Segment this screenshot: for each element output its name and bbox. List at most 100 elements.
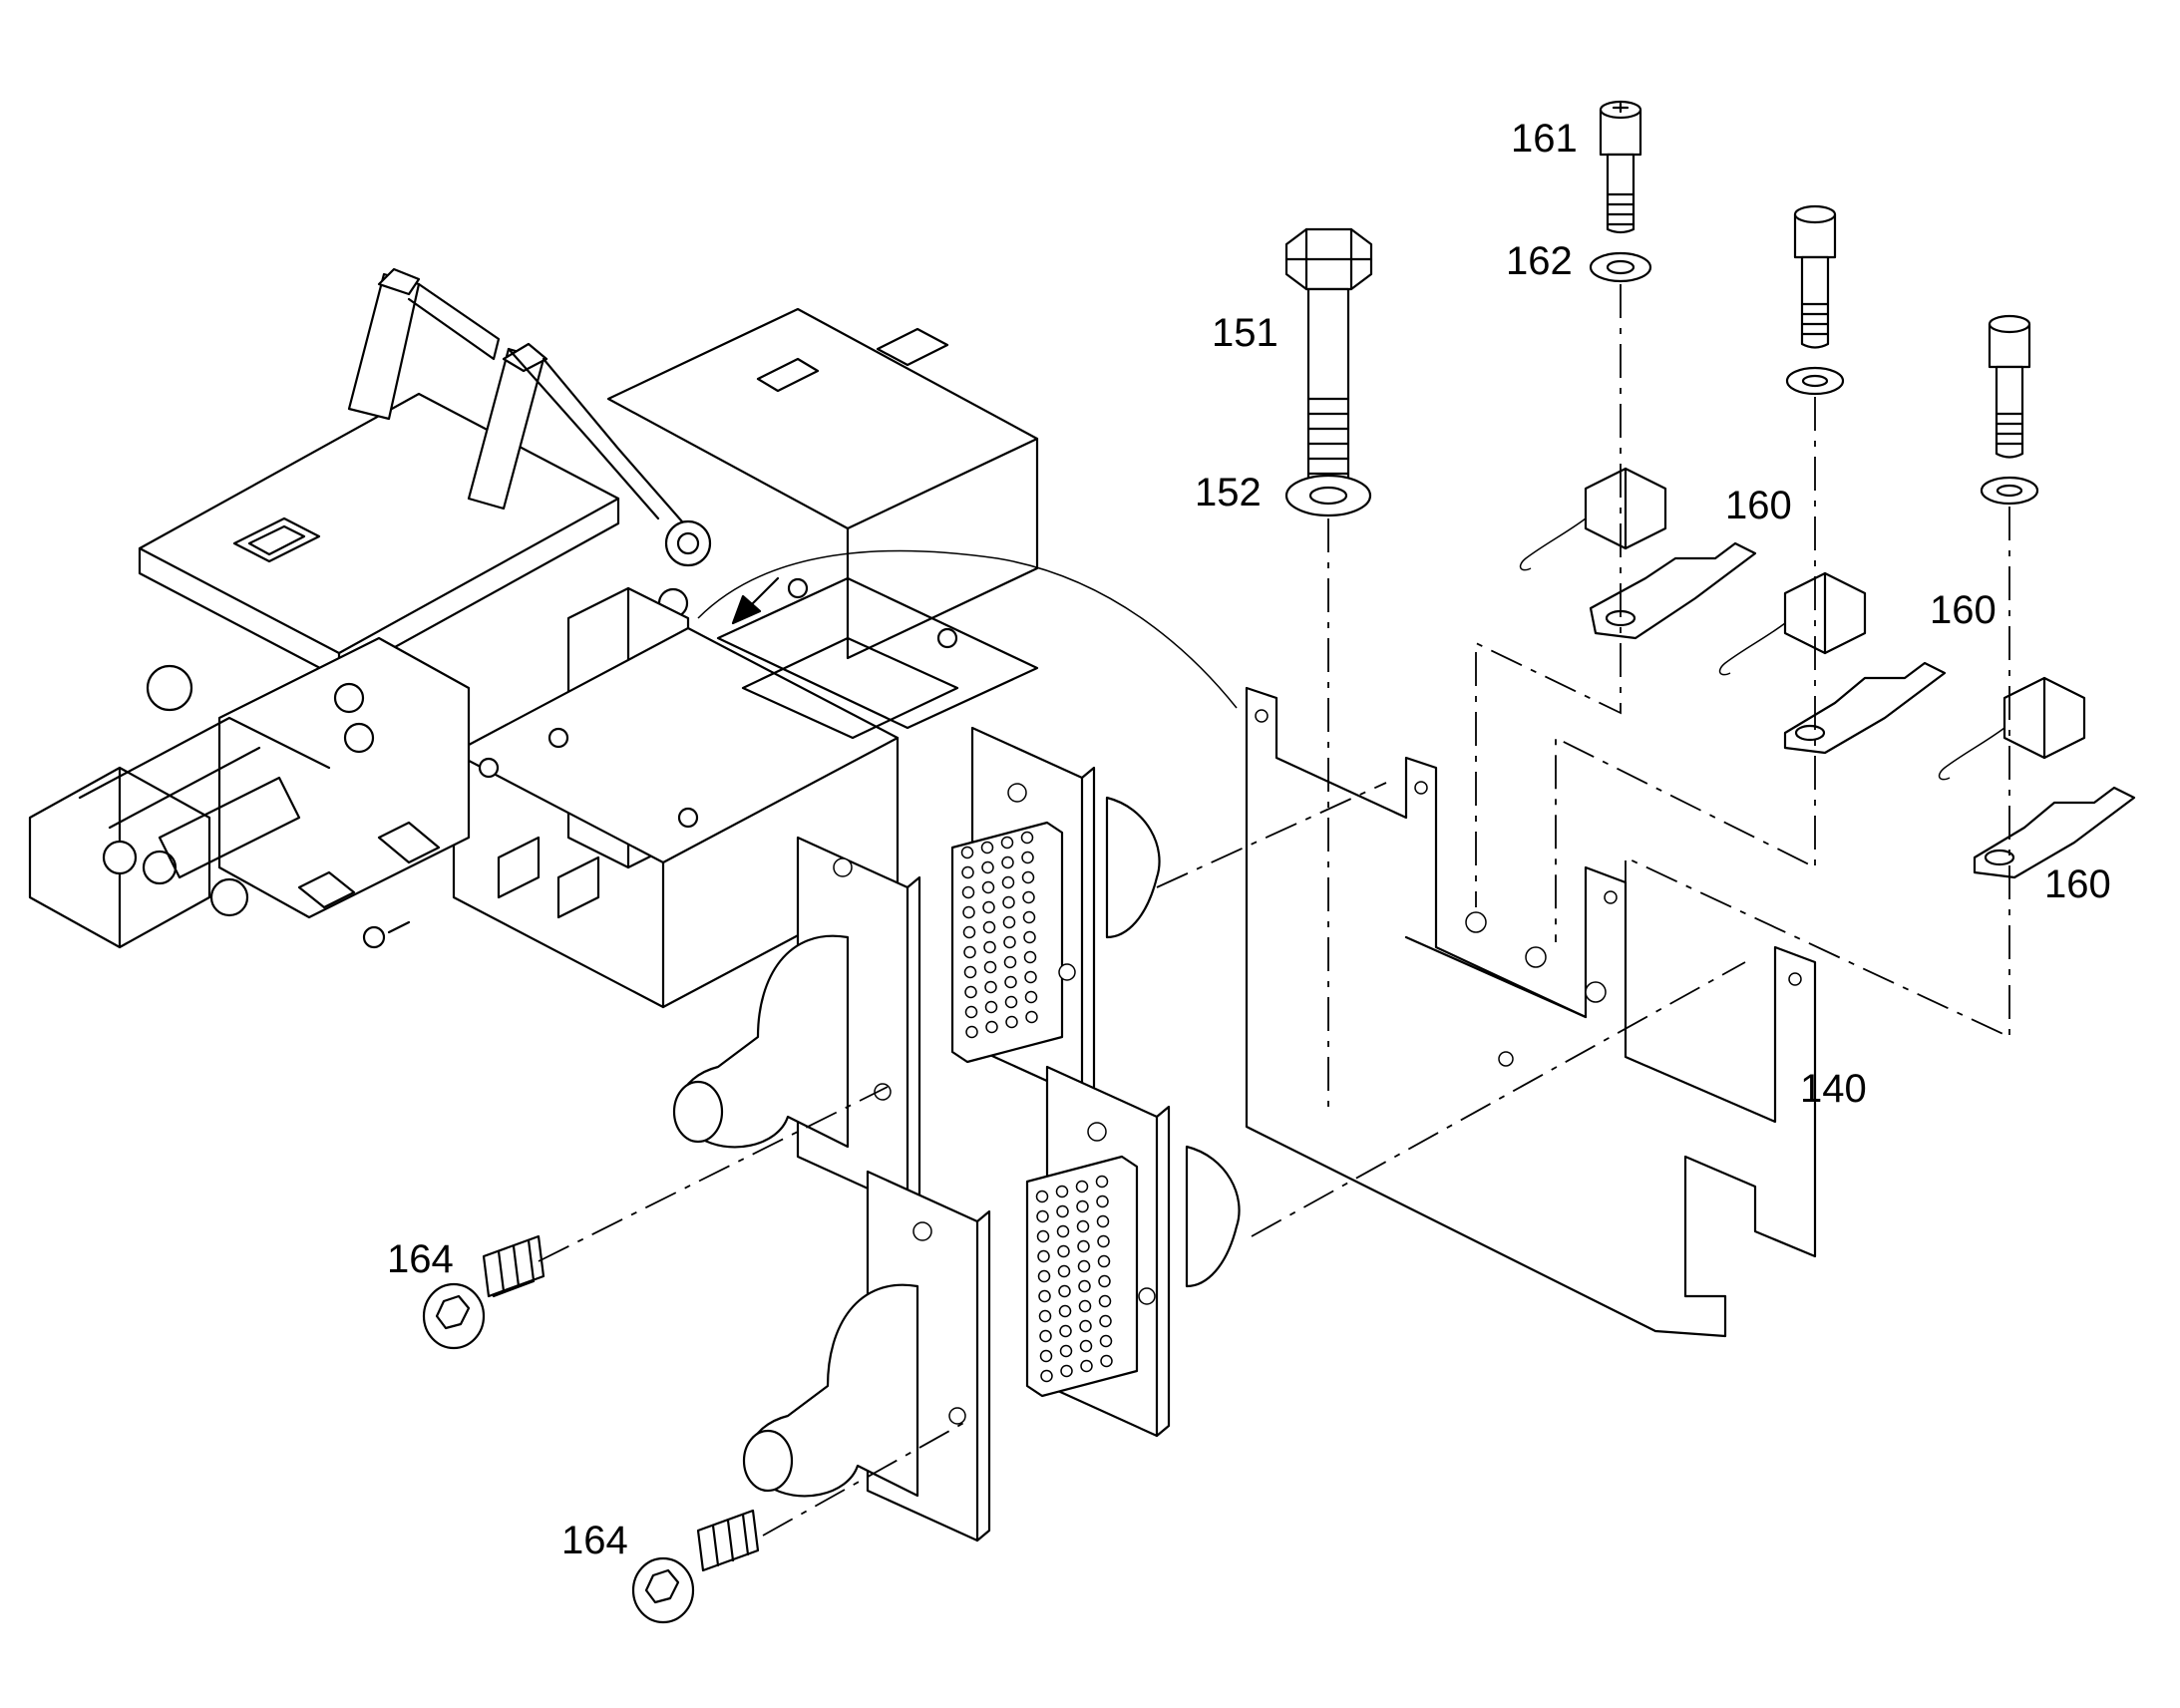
washer-152 [1284,474,1372,517]
connector-pin [1038,1289,1051,1303]
connector-pin [1020,831,1034,845]
connector-pin [1024,970,1037,984]
connector-pin [984,1000,998,1014]
label-152: 152 [1195,471,1262,514]
label-164-b: 164 [561,1519,628,1562]
connector-pin [984,980,997,994]
connector-pin [1004,975,1017,989]
connector-pin [961,885,975,899]
screw-2 [1785,204,1845,396]
connector-pin [1005,1015,1018,1029]
connector-pin [1021,851,1034,864]
connector-pin [1023,950,1037,964]
connector-pin [964,1005,978,1019]
screw-164-upper [422,1234,545,1350]
machine-frame-overview [28,267,1238,1009]
connector-pin [1022,890,1035,904]
connector-pin [985,1020,998,1034]
connector-pin [1055,1185,1069,1198]
label-164-a: 164 [387,1237,454,1281]
connector-pin [1079,1339,1093,1353]
connector-pin [981,880,995,894]
connector-pin [1036,1209,1049,1223]
connector-pin [1059,1324,1072,1338]
connector-pin [960,846,974,859]
sensor-160-a [1519,467,1757,640]
connector-pin [1077,1259,1091,1273]
connector-pin [1096,1195,1109,1208]
connector-pin [1025,1010,1038,1024]
connector-pin [1040,1369,1053,1383]
connector-pin [962,925,976,939]
washer-162 [1589,251,1652,283]
connector-pin [1097,1234,1110,1248]
connector-pin [1099,1314,1112,1328]
connector-pin [1059,1344,1073,1358]
connector-pin [963,965,977,979]
pin-grid-upper [960,831,1038,1039]
connector-pin [1021,870,1035,884]
sensor-160-b [1718,571,1947,755]
connector-pin [983,940,996,954]
connector-pin [1057,1244,1070,1258]
connector-pin [1078,1299,1092,1313]
connector-pin [1076,1219,1090,1233]
connector-pin [1000,836,1014,850]
label-160-b: 160 [1930,588,1997,632]
connector-pin [1058,1304,1072,1318]
connector-pin [1038,1309,1052,1323]
pin-grid-lower [1035,1175,1113,1383]
connector-pin [1078,1279,1091,1293]
connector-pin [1060,1364,1073,1378]
connector-pin [1076,1199,1089,1213]
connector-pin [1035,1190,1049,1203]
connector-pin [981,860,994,874]
connector-pin [1001,875,1015,889]
connector-pin [1004,995,1018,1009]
bracket-140 [1245,686,1817,1338]
connector-pin [1100,1354,1113,1368]
connector-pin [1036,1229,1050,1243]
connector-pin [1098,1294,1112,1308]
connector-pin [1075,1180,1089,1194]
connector-pin [1037,1269,1051,1283]
connector-pin [1098,1274,1111,1288]
connector-pin [1037,1249,1050,1263]
connector-plate-upper-right [950,726,1161,1099]
sensor-160-c [1938,676,2136,879]
connector-pin [1058,1284,1071,1298]
connector-pin [1080,1359,1093,1373]
assembly-lines [538,284,2010,1537]
connector-pin [1097,1254,1111,1268]
connector-pin [1024,990,1038,1004]
connector-pin [1079,1319,1092,1333]
screw-3 [1980,314,2039,506]
label-160-a: 160 [1725,484,1792,527]
connector-pin [982,920,996,934]
screw-161 [1599,100,1642,234]
connector-pin [1002,895,1015,909]
connector-pin [965,1025,978,1039]
connector-pin [1095,1175,1109,1189]
connector-pin [982,900,995,914]
connector-plate-lower-left [742,1170,991,1542]
connector-pin [964,985,977,999]
connector-pin [1096,1214,1110,1228]
connector-pin [1003,955,1017,969]
screw-164-lower [631,1509,760,1624]
label-161: 161 [1511,117,1578,161]
connector-pin [980,841,994,854]
connector-pin [1039,1349,1053,1363]
connector-pin [961,865,974,879]
connector-pin [983,960,997,974]
connector-pin [1002,915,1016,929]
part-labels: 161 162 151 152 160 160 160 140 164 164 [387,117,2111,1562]
connector-pin [1039,1329,1052,1343]
connector-pin [1099,1334,1113,1348]
label-160-c: 160 [2044,862,2111,906]
connector-pin [963,945,976,959]
connector-pin [1001,855,1014,869]
bolt-151 [1284,227,1373,496]
label-151: 151 [1212,311,1278,355]
